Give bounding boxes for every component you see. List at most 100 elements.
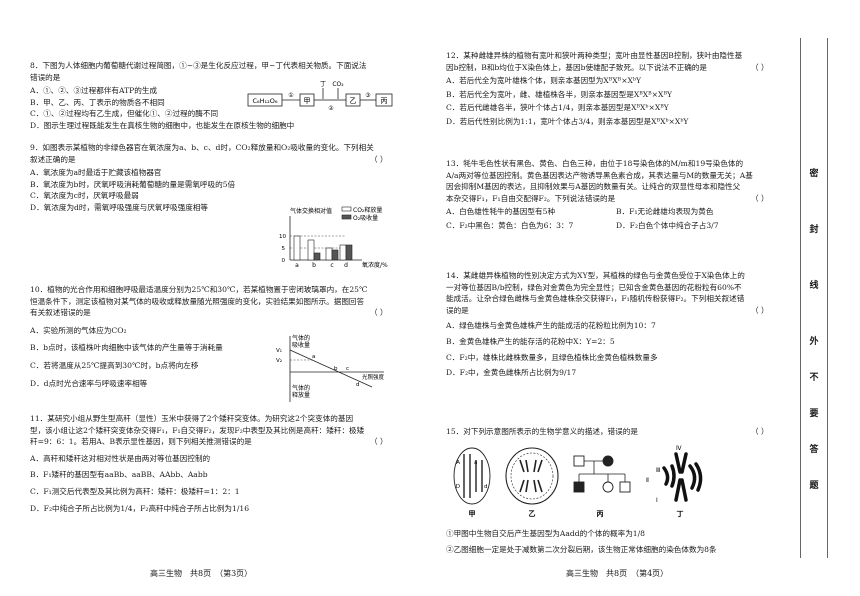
q15-ding-r4: Ⅳ — [676, 445, 682, 452]
q15-label-ding: 丁 — [677, 510, 684, 518]
binding-char-6: 要 — [809, 409, 819, 419]
q12-option-a: A．若后代全为宽叶雄株个体，则亲本基因型为XᴮXᴮ×XᵇY — [446, 76, 642, 86]
q14-stem-2: 一对等位基因B/b控制，绿色对金黄色为完全显性；已知含金黄色基因的花粉粒有60%… — [446, 282, 742, 292]
q13-answer-paren: （ ） — [751, 193, 769, 203]
q15-gene-d: d — [484, 484, 488, 490]
q11-option-a: A．高秆和矮秆这对相对性状是由两对等位基因控制的 — [30, 453, 211, 463]
q15-answer-paren: （ ） — [751, 427, 769, 436]
q8-option-d: D．图示生理过程既能发生在真核生物的细胞中，也能发生在原核生物的细胞中 — [30, 120, 295, 130]
q12-option-c: C．若后代雌雄各半，狭叶个体占1/4，则亲本基因型是XᴮXᵇ×XᴮY — [446, 103, 669, 113]
q8-glucose-label: C₆H₁₂O₆ — [253, 97, 278, 105]
question-11: 11．某研究小组从野生型高秆（显性）玉米中获得了2个矮秆突变体。为研究这2个突变… — [30, 413, 388, 514]
q13-stem: 13．牦牛毛色性状有黑色、黄色、白色三种，由位于18号染色体的M/m和19号染色… — [446, 159, 744, 168]
q10-ylabel-bot-2: 释放量 — [292, 391, 310, 399]
q13-option-c: C．F₂中黑色：黄色：白色为6：3：7 — [446, 220, 574, 230]
question-14: 14．某雌雄异株植物的性别决定方式为XY型，其植株的绿色与金黄色受位于X染色体上… — [446, 270, 769, 379]
q15-gene-A: A — [456, 460, 460, 466]
q9-chart-ylabel: 气体交换相对值 — [290, 207, 332, 215]
q9-gas-exchange-chart: 气体交换相对值 CO₂释放量 O₂吸收量 0 5 10 a b c d 氧浓度/… — [279, 206, 388, 269]
question-12: 12．某种雌雄异株的植物有宽叶和狭叶两种类型；宽叶由显性基因B控制，狭叶由隐性基… — [446, 50, 769, 128]
q10-point-c: c — [346, 366, 349, 372]
q15-fig-bing: 丙 — [573, 455, 631, 518]
q15-ped-daughter — [602, 481, 614, 493]
q15-fig-jia: A a D d 甲 — [453, 447, 491, 518]
q9-bar-c-co2 — [325, 247, 333, 261]
q15-ding-chrom-6 — [694, 462, 703, 492]
q9-cat-b: b — [312, 262, 316, 269]
q10-option-c: C．若将温度从25℃提高到30℃时，b点将向左移 — [30, 360, 199, 370]
q8-option-b: B．甲、乙、丙、丁表示的物质各不相同 — [30, 97, 165, 107]
q11-option-c: C．F₁测交后代表型及其比例为高秆：矮秆：极矮秆=1：2：1 — [30, 486, 240, 496]
q14-option-a: A．绿色雄株与金黄色雄株产生的能成活的花粉粒比例为10：7 — [446, 321, 656, 331]
q10-stem-3: 有关叙述错误的是 — [30, 308, 91, 318]
q10-xlabel: 光照强度 — [362, 373, 385, 381]
left-page: 8．下图为人体细胞内葡萄糖代谢过程简图，①~③是生化反应过程，甲~丁代表相关物质… — [30, 61, 393, 578]
q10-point-a: a — [312, 354, 315, 360]
q9-cat-a: a — [295, 262, 299, 269]
q10-option-d: D．d点时光合速率与呼吸速率相等 — [30, 378, 148, 388]
q15-figures: A a D d 甲 乙 丙 — [453, 445, 703, 518]
q11-option-d: D．F₂中纯合子所占比例为1/4，F₂高秆中纯合子所占比例为1/16 — [30, 503, 250, 513]
q10-v2: V₂ — [276, 358, 282, 364]
q12-option-b: B．若后代全为宽叶，雌、雄植株各半，则亲本基因型是XᴮXᴮ×XᴮY — [446, 89, 672, 99]
q15-yi-chrom-bottom — [519, 479, 543, 493]
q15-ding-chrom-5 — [688, 464, 697, 490]
q9-option-c: C．氧浓度为c时，厌氧呼吸最弱 — [30, 191, 139, 201]
q8-step-2: ② — [328, 105, 334, 112]
q11-answer-paren: （ ） — [370, 437, 388, 447]
q9-bar-d-co2 — [339, 244, 347, 261]
q15-ding-chrom-3 — [674, 452, 688, 474]
binding-margin: 密 封 线 外 不 要 答 题 — [800, 38, 828, 558]
q9-cat-c: c — [330, 262, 333, 269]
question-13: 13．牦牛毛色性状有黑色、黄色、白色三种，由位于18号染色体的M/m和19号染色… — [446, 158, 769, 232]
question-9: 9．如图表示某植物的非绿色器官在氧浓度为a、b、c、d时，CO₂释放量和O₂吸收… — [30, 142, 388, 214]
q11-stem-2: 型，该小组让这2个矮秆突变体杂交得F₁，F₁自交得F₂，发现F₂中表型及其比例是… — [30, 425, 365, 435]
q9-bar-b-o2 — [313, 252, 321, 261]
q8-step-3: ③ — [365, 92, 370, 99]
q10-answer-paren: （ ） — [370, 308, 388, 318]
q15-fig-ding: Ⅱ Ⅲ Ⅳ Ⅰ 丁 — [646, 445, 703, 518]
q9-tick-10: 10 — [279, 234, 286, 240]
q15-fig-yi: 乙 — [505, 447, 559, 518]
q9-tick-5: 5 — [282, 246, 286, 252]
q13-stem-4: 本杂交得F₁，F₁自由交配得F₂。下列说法错误的是 — [446, 193, 616, 203]
q8-metabolism-diagram: C₆H₁₂O₆ ① 甲 丁 CO₂ ② 乙 ③ 丙 — [247, 81, 393, 112]
q14-option-c: C．F₂中，雄株比雌株数量多，且绿色植株比金黄色植株数量多 — [446, 352, 658, 362]
q15-yi-chrom-top — [519, 459, 543, 473]
q9-legend-co2: CO₂释放量 — [353, 206, 382, 214]
q12-stem-2: 因b控制，B和b均位于X染色体上，基因b使雄配子致死。以下说法不正确的是 — [446, 62, 707, 72]
q10-option-a: A．实验所测的气体应为CO₂ — [30, 325, 127, 335]
question-10: 10．植物的光合作用和细胞呼吸最适温度分别为25℃和30℃，若某植物置于密闭玻璃… — [30, 284, 388, 389]
q9-legend-co2-swatch — [341, 206, 352, 212]
q15-ding-r2: Ⅱ — [646, 477, 649, 484]
binding-char-4: 外 — [809, 337, 819, 347]
q9-tick-0: 0 — [282, 258, 286, 264]
q9-chart-xlabel: 氧浓度/% — [362, 261, 388, 269]
binding-char-7: 答 — [809, 445, 819, 455]
q14-stem-3: 能成活。让杂合绿色雌株与金黄色雄株杂交获得F₁，F₁随机传粉获得F₂。下列相关叙… — [446, 294, 745, 304]
q8-stem-2: 错误的是 — [30, 72, 61, 82]
q9-bar-c-o2 — [331, 249, 339, 261]
q8-option-c: C．①、②过程均有乙生成，但催化①、②过程的酶不同 — [30, 109, 219, 119]
binding-char-1: 密 — [809, 169, 819, 179]
q9-legend-o2: O₂吸收量 — [353, 214, 378, 222]
q15-ding-r3: Ⅲ — [656, 467, 660, 474]
q10-ylabel-bot-1: 气体的 — [292, 384, 310, 392]
q15-ped-son-2 — [619, 481, 631, 493]
q15-statement-2: ②乙图细胞一定是处于减数第二次分裂后期，该生物正常体细胞的染色体数为8条 — [446, 544, 717, 554]
q10-option-b: B．b点时，该植株叶肉细胞中该气体的产生量等于消耗量 — [30, 343, 223, 353]
q9-stem: 9．如图表示某植物的非绿色器官在氧浓度为a、b、c、d时，CO₂释放量和O₂吸收… — [30, 143, 374, 152]
q10-ylabel-top-2: 吸收量 — [292, 341, 310, 349]
q14-stem: 14．某雌雄异株植物的性别决定方式为XY型，其植株的绿色与金黄色受位于X染色体上… — [446, 271, 745, 280]
q13-stem-2: A/a两对等位基因控制。黄色基因表达产物诱导黑色素合成，其表达量与M的数量无关；… — [446, 170, 753, 180]
right-page: 12．某种雌雄异株的植物有宽叶和狭叶两种类型；宽叶由显性基因B控制，狭叶由隐性基… — [430, 0, 790, 596]
q15-ped-mother — [602, 455, 614, 467]
q13-option-d: D．F₂白色个体中纯合子占3/7 — [616, 220, 719, 230]
q13-option-a: A．白色雄性牦牛的基因型有5种 — [446, 207, 556, 217]
q8-bing-box — [375, 93, 393, 107]
q15-ding-chrom-2 — [670, 464, 676, 488]
q10-v1: V₁ — [276, 348, 282, 354]
q8-jia-label: 甲 — [304, 97, 311, 105]
q10-light-intensity-chart: 气体的 吸收量 光照强度 V₁ V₂ a b c d 气体的 释放量 — [276, 334, 385, 402]
q10-curve — [289, 349, 373, 388]
